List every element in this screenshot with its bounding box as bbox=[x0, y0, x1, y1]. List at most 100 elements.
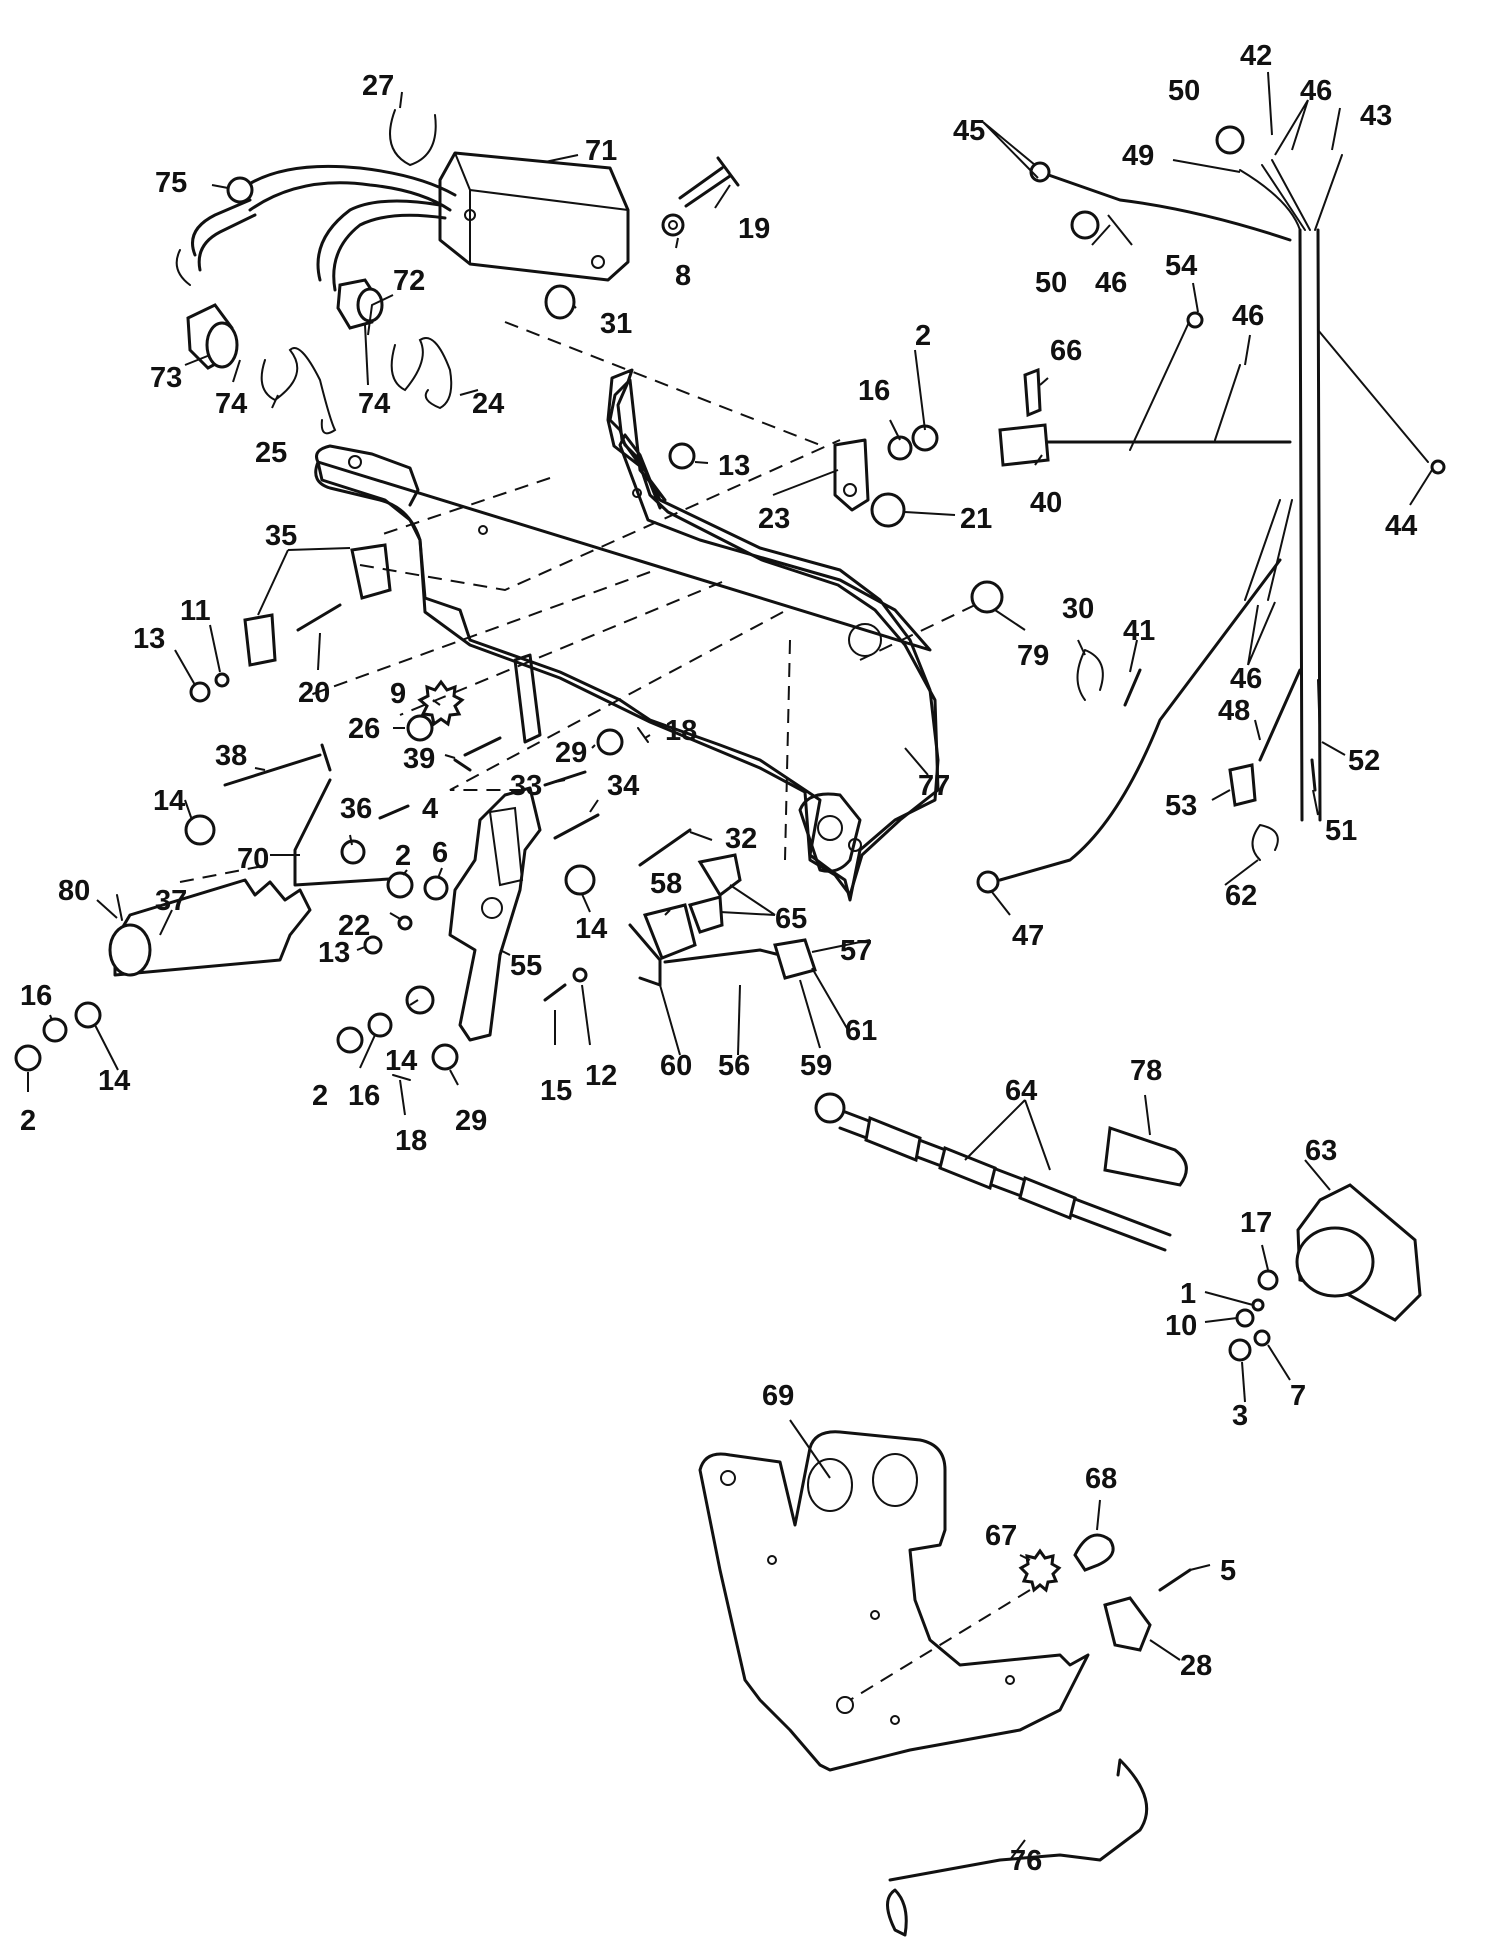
ring-terminal-50b bbox=[1070, 210, 1100, 240]
callout-1: 1 bbox=[1180, 1278, 1196, 1310]
clip-62 bbox=[1251, 824, 1279, 861]
washer-36 bbox=[340, 839, 366, 865]
callout-26: 26 bbox=[348, 713, 380, 745]
harness-wire-b bbox=[248, 181, 452, 212]
harness-wire-a bbox=[238, 164, 457, 197]
callout-23: 23 bbox=[758, 503, 790, 535]
callout-46: 46 bbox=[1300, 75, 1332, 107]
callout-24: 24 bbox=[472, 388, 504, 420]
nut-13a bbox=[668, 442, 696, 470]
harness-branch-47 bbox=[998, 558, 1282, 882]
washer-7 bbox=[1253, 1329, 1271, 1347]
callout-14: 14 bbox=[98, 1065, 130, 1097]
callout-32: 32 bbox=[725, 823, 757, 855]
washer-16c bbox=[367, 1012, 393, 1038]
callout-2: 2 bbox=[395, 840, 411, 872]
ring-terminal-45 bbox=[1029, 161, 1051, 183]
lever-55-hole bbox=[481, 897, 503, 919]
callout-67: 67 bbox=[985, 1520, 1017, 1552]
callout-31: 31 bbox=[600, 308, 632, 340]
callout-68: 68 bbox=[1085, 1463, 1117, 1495]
clamp-23 bbox=[833, 438, 870, 512]
callout-58: 58 bbox=[650, 868, 682, 900]
callout-29: 29 bbox=[555, 737, 587, 769]
callout-18: 18 bbox=[665, 715, 697, 747]
callout-13: 13 bbox=[133, 623, 165, 655]
callout-20: 20 bbox=[298, 677, 330, 709]
gear-67 bbox=[1018, 1548, 1062, 1593]
plate-69-hole-f bbox=[836, 1696, 854, 1714]
callout-16: 16 bbox=[20, 980, 52, 1012]
callout-78: 78 bbox=[1130, 1055, 1162, 1087]
harness-branch-46c bbox=[1214, 364, 1241, 441]
harness-branch-52 bbox=[1317, 679, 1321, 741]
callout-71: 71 bbox=[585, 135, 617, 167]
callout-2: 2 bbox=[915, 320, 931, 352]
washer-16b bbox=[42, 1017, 68, 1043]
callout-27: 27 bbox=[362, 70, 394, 102]
callout-3: 3 bbox=[1232, 1400, 1248, 1432]
clip-top bbox=[175, 249, 191, 286]
bracket-lug-hole bbox=[817, 815, 843, 841]
callout-12: 12 bbox=[585, 1060, 617, 1092]
harness-connector-40 bbox=[998, 423, 1050, 467]
callout-59: 59 bbox=[800, 1050, 832, 1082]
harness-branch-44 bbox=[1317, 329, 1429, 463]
callout-50: 50 bbox=[1035, 267, 1067, 299]
screw-15 bbox=[543, 983, 567, 1002]
main-bracket-outline bbox=[316, 368, 940, 897]
cable-56 bbox=[663, 948, 782, 964]
washer-1 bbox=[1251, 1298, 1265, 1312]
screw-33 bbox=[543, 770, 587, 787]
callout-8: 8 bbox=[675, 260, 691, 292]
callout-10: 10 bbox=[1165, 1310, 1197, 1342]
callout-53: 53 bbox=[1165, 790, 1197, 822]
boot-78 bbox=[1103, 1125, 1188, 1187]
nut-3 bbox=[1228, 1338, 1252, 1362]
assembly-line-1 bbox=[504, 321, 821, 446]
screw-19 bbox=[678, 156, 740, 208]
plate-65b bbox=[688, 895, 724, 934]
callout-7: 7 bbox=[1290, 1380, 1306, 1412]
screw-5 bbox=[1158, 1568, 1192, 1592]
nut-13b bbox=[189, 681, 211, 703]
plate-69-hole-d bbox=[767, 1555, 777, 1565]
ring-terminal-64 bbox=[814, 1092, 846, 1124]
callout-65: 65 bbox=[775, 903, 807, 935]
callout-74: 74 bbox=[358, 388, 390, 420]
callout-labels: 42 50 46 43 45 49 27 71 75 19 8 50 46 72… bbox=[20, 40, 1417, 1877]
bracket-lug bbox=[798, 792, 862, 873]
callout-39: 39 bbox=[403, 743, 435, 775]
assembly-line-2 bbox=[359, 439, 841, 592]
harness-wire-f bbox=[332, 213, 447, 292]
nut-79 bbox=[970, 580, 1004, 614]
callout-50: 50 bbox=[1168, 75, 1200, 107]
callout-64: 64 bbox=[1005, 1075, 1037, 1107]
bracket-hole-b bbox=[478, 525, 488, 535]
callout-46: 46 bbox=[1232, 300, 1264, 332]
callout-72: 72 bbox=[393, 265, 425, 297]
rod-76 bbox=[886, 1758, 1149, 1937]
callout-14: 14 bbox=[575, 913, 607, 945]
callout-30: 30 bbox=[1062, 593, 1094, 625]
main-bracket bbox=[314, 378, 940, 902]
callout-22: 22 bbox=[338, 910, 370, 942]
ring-terminal-75 bbox=[226, 176, 254, 204]
callout-61: 61 bbox=[845, 1015, 877, 1047]
callout-34: 34 bbox=[607, 770, 639, 802]
callout-42: 42 bbox=[1240, 40, 1272, 72]
callout-28: 28 bbox=[1180, 1650, 1212, 1682]
pin-80 bbox=[116, 894, 123, 921]
callout-18: 18 bbox=[395, 1125, 427, 1157]
bolt-68 bbox=[1073, 1533, 1115, 1572]
nut-14c bbox=[564, 864, 596, 896]
callout-60: 60 bbox=[660, 1050, 692, 1082]
connector-61 bbox=[773, 938, 817, 980]
harness-wire-e bbox=[316, 199, 442, 282]
power-pack bbox=[438, 151, 630, 282]
bolt-39 bbox=[453, 736, 502, 772]
callout-37: 37 bbox=[155, 885, 187, 917]
washer-6 bbox=[423, 875, 449, 901]
